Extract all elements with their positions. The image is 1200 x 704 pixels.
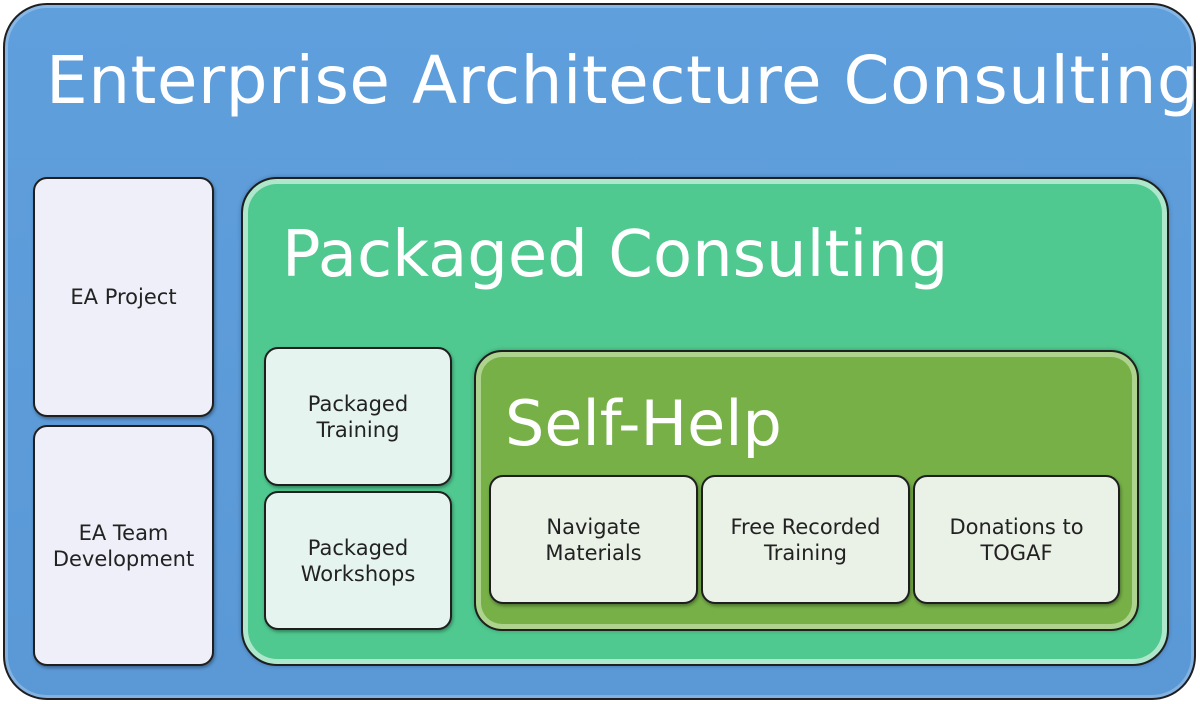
- donations-to-togaf-label: Donations to TOGAF: [949, 514, 1084, 565]
- ea-team-development-label: EA Team Development: [52, 520, 195, 571]
- packaged-workshops-label: Packaged Workshops: [300, 535, 416, 586]
- enterprise-architecture-consulting-title: Enterprise Architecture Consulting: [46, 42, 1200, 119]
- navigate-materials-box: Navigate Materials: [489, 475, 698, 604]
- free-recorded-training-label: Free Recorded Training: [730, 514, 881, 565]
- navigate-materials-label: Navigate Materials: [545, 514, 642, 565]
- packaged-training-label: Packaged Training: [307, 391, 409, 442]
- free-recorded-training-box: Free Recorded Training: [701, 475, 910, 604]
- packaged-consulting-title: Packaged Consulting: [282, 218, 949, 292]
- self-help-title: Self-Help: [505, 387, 782, 460]
- ea-project-box: EA Project: [33, 177, 214, 417]
- packaged-training-box: Packaged Training: [264, 347, 452, 486]
- donations-to-togaf-box: Donations to TOGAF: [913, 475, 1120, 604]
- ea-team-development-box: EA Team Development: [33, 425, 214, 666]
- ea-project-label: EA Project: [70, 285, 177, 309]
- packaged-workshops-box: Packaged Workshops: [264, 491, 452, 630]
